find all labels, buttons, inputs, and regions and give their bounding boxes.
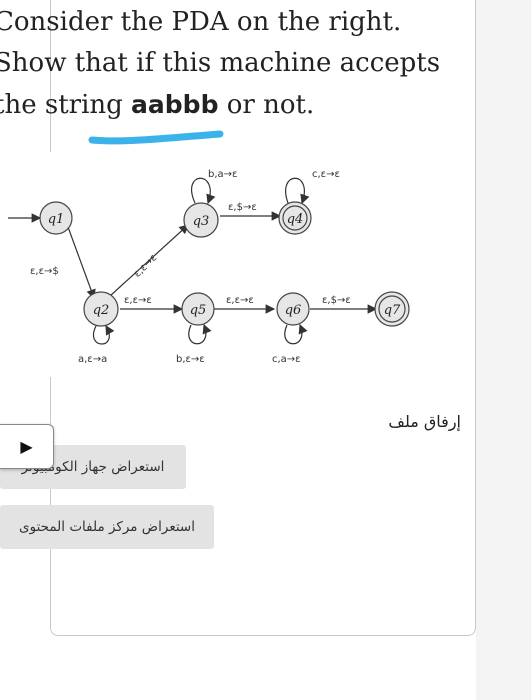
browse-content-button[interactable]: استعراض مركز ملفات المحتوى [0,505,214,549]
question-line-1: Consider the PDA on the right. [0,7,402,37]
label-q3-self: b,a→ε [208,169,237,180]
state-q1: q1 [48,212,65,227]
browse-computer-label: استعراض جهاز الكومبيوتر [21,459,165,475]
browse-content-label: استعراض مركز ملفات المحتوى [19,519,195,535]
label-q2-q3: ε,ε→ε [132,252,159,279]
label-q3-q4: ε,$→ε [228,202,257,213]
pda-diagram: q1 q2 q3 q4 q5 q6 q7 ε,ε→$ a,ε→a ε,ε→ε b… [8,169,410,365]
attach-file-label: إرفاق ملف [388,412,461,431]
label-q6-self: c,a→ε [272,354,301,365]
label-q5-q6: ε,ε→ε [226,295,254,306]
right-gutter [476,0,531,700]
label-q4-self: c,ε→ε [312,169,340,180]
question-text: Consider the PDA on the right. Show that… [0,2,464,126]
state-q5: q5 [190,303,207,318]
question-line-3-suffix: or not. [218,90,315,120]
label-q6-q7: ε,$→ε [322,295,351,306]
question-string: aabbb [131,90,219,119]
label-q2-self: a,ε→a [78,354,107,365]
play-icon: ▶ [20,437,33,456]
highlight-stroke [88,130,224,145]
state-q4: q4 [287,212,304,227]
label-q1-q2: ε,ε→$ [30,266,59,277]
state-q3: q3 [193,214,210,229]
label-q2-q5: ε,ε→ε [124,295,152,306]
state-q7: q7 [384,303,401,318]
question-line-2: Show that if this machine accepts [0,48,441,78]
label-q5-self: b,ε→ε [176,354,205,365]
pda-figure: q1 q2 q3 q4 q5 q6 q7 ε,ε→$ a,ε→a ε,ε→ε b… [0,152,472,377]
question-line-3-prefix: the string [0,90,132,120]
state-q2: q2 [93,303,110,318]
state-q6: q6 [285,303,302,318]
play-button[interactable]: ▶ [0,424,54,469]
